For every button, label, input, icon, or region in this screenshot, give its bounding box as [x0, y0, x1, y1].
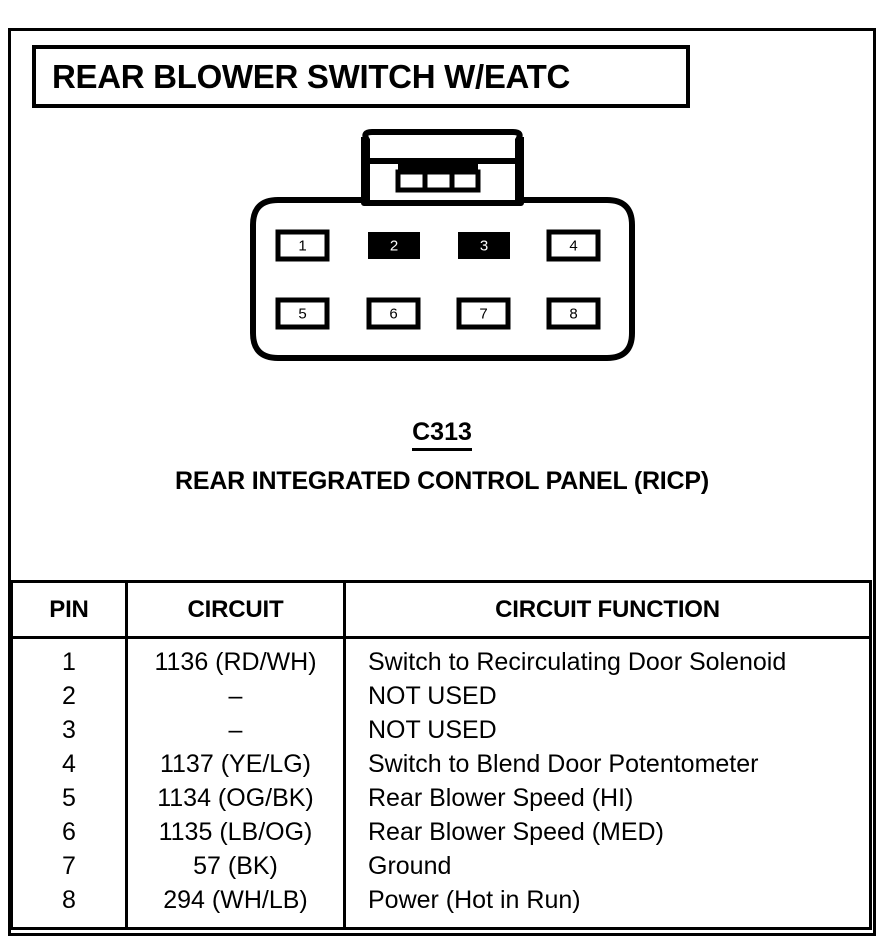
pin-cavity-7: 7	[456, 297, 511, 330]
table-row: 5	[62, 784, 76, 812]
connector-code: C313	[412, 418, 472, 451]
pin-cavity-3: 3	[458, 232, 510, 259]
table-row: 3	[62, 716, 76, 744]
table-row: –	[228, 716, 243, 744]
pin-cavity-6: 6	[366, 297, 421, 330]
pin-number-1: 1	[298, 237, 306, 254]
connector-illustration: 1 2 3 4 5	[245, 125, 645, 370]
table-column-circuit: 1136 (RD/WH) – – 1137 (YE/LG) 1134 (OG/B…	[125, 639, 343, 930]
table-row: –	[228, 682, 243, 710]
table-row: 2	[62, 682, 76, 710]
table-row: Rear Blower Speed (MED)	[368, 818, 664, 846]
table-header-cell-pin: PIN	[13, 583, 125, 636]
pin-row-top: 1 2 3 4	[275, 229, 601, 262]
table-row: 8	[62, 886, 76, 914]
pin-number-2: 2	[390, 237, 398, 254]
table-column-pin: 1 2 3 4 5 6 7 8	[13, 639, 125, 930]
table-header-pin-label: PIN	[49, 595, 89, 623]
pin-table: PIN CIRCUIT CIRCUIT FUNCTION 1 2 3 4 5 6…	[10, 580, 872, 930]
pin-cavity-1: 1	[275, 229, 330, 262]
pin-cavity-2: 2	[368, 232, 420, 259]
table-row: 1	[62, 648, 76, 676]
table-row: 1137 (YE/LG)	[159, 750, 311, 778]
table-row: Ground	[368, 852, 452, 880]
table-row: 1134 (OG/BK)	[157, 784, 314, 812]
table-body: 1 2 3 4 5 6 7 8 1136 (RD/WH) – – 1137 (Y…	[13, 639, 869, 930]
connector-latch-tab	[361, 129, 524, 206]
table-header-function-label: CIRCUIT FUNCTION	[495, 595, 720, 623]
pin-cavity-8: 8	[546, 297, 601, 330]
connector-body	[250, 197, 635, 361]
table-header-circuit-label: CIRCUIT	[187, 595, 284, 623]
connector-subtitle: REAR INTEGRATED CONTROL PANEL (RICP)	[174, 466, 709, 495]
page-title: REAR BLOWER SWITCH W/EATC	[52, 58, 571, 95]
table-row: Switch to Recirculating Door Solenoid	[368, 648, 787, 676]
pin-number-6: 6	[389, 305, 397, 322]
table-row: 7	[62, 852, 76, 880]
table-header-cell-circuit: CIRCUIT	[125, 583, 343, 636]
pin-number-3: 3	[480, 237, 488, 254]
table-header-cell-function: CIRCUIT FUNCTION	[343, 583, 869, 636]
table-row: 1136 (RD/WH)	[154, 648, 317, 676]
table-row: Rear Blower Speed (HI)	[368, 784, 634, 812]
diagram-title-box: REAR BLOWER SWITCH W/EATC	[32, 45, 690, 108]
pin-cavity-4: 4	[546, 229, 601, 262]
pin-row-bottom: 5 6 7 8	[275, 297, 601, 330]
pin-number-5: 5	[298, 305, 306, 322]
table-row: 57 (BK)	[193, 852, 278, 880]
table-column-function: Switch to Recirculating Door Solenoid NO…	[343, 639, 869, 930]
pin-number-8: 8	[569, 305, 577, 322]
pin-number-7: 7	[479, 305, 487, 322]
table-row: Power (Hot in Run)	[368, 886, 581, 914]
table-row: NOT USED	[368, 716, 497, 744]
connector-caption: C313 REAR INTEGRATED CONTROL PANEL (RICP…	[8, 418, 876, 496]
table-row: 6	[62, 818, 76, 846]
table-row: 294 (WH/LB)	[163, 886, 308, 914]
pin-number-4: 4	[569, 237, 577, 254]
table-header-row: PIN CIRCUIT CIRCUIT FUNCTION	[13, 583, 869, 639]
table-row: 4	[62, 750, 76, 778]
table-row: 1135 (LB/OG)	[158, 818, 313, 846]
table-row: NOT USED	[368, 682, 497, 710]
table-row: Switch to Blend Door Potentometer	[368, 750, 759, 778]
pin-cavity-5: 5	[275, 297, 330, 330]
